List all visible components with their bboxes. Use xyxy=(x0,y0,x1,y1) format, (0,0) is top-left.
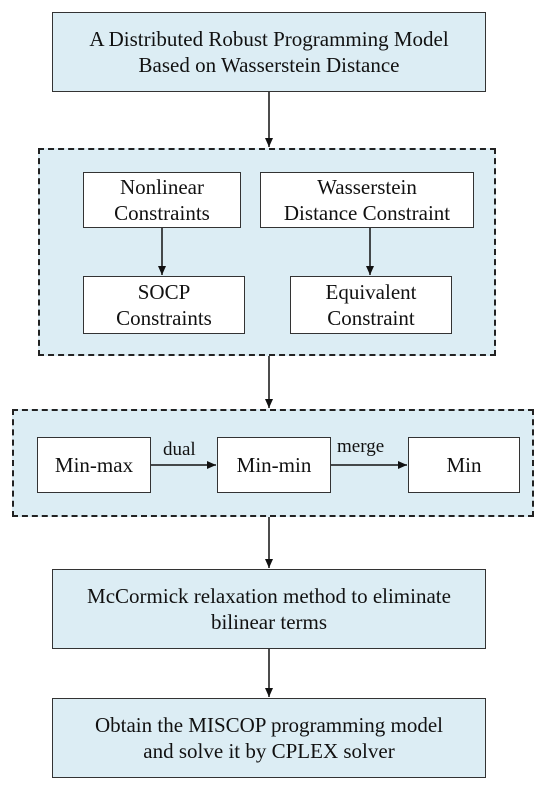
model-box-label: A Distributed Robust Programming Model B… xyxy=(89,26,449,77)
min-box: Min xyxy=(408,437,520,493)
merge-label: merge xyxy=(337,436,385,457)
minmin-label: Min-min xyxy=(236,452,312,477)
mccormick-box: McCormick relaxation method to eliminate… xyxy=(52,569,486,649)
minmin-box: Min-min xyxy=(217,437,331,493)
model-box: A Distributed Robust Programming Model B… xyxy=(52,12,486,92)
min-label: Min xyxy=(446,452,482,477)
minmax-box: Min-max xyxy=(37,437,151,493)
nonlinear-constraints-label: Nonlinear Constraints xyxy=(114,174,210,225)
wasserstein-constraint-label: Wasserstein Distance Constraint xyxy=(283,174,451,225)
mccormick-label: McCormick relaxation method to eliminate… xyxy=(87,583,451,634)
equivalent-constraint-box: Equivalent Constraint xyxy=(290,276,452,334)
dual-label: dual xyxy=(163,439,196,460)
socp-constraints-box: SOCP Constraints xyxy=(83,276,245,334)
socp-constraints-label: SOCP Constraints xyxy=(116,279,212,330)
minmax-label: Min-max xyxy=(54,452,134,477)
miscop-label: Obtain the MISCOP programming model and … xyxy=(94,712,444,763)
wasserstein-constraint-box: Wasserstein Distance Constraint xyxy=(260,172,474,228)
nonlinear-constraints-box: Nonlinear Constraints xyxy=(83,172,241,228)
miscop-box: Obtain the MISCOP programming model and … xyxy=(52,698,486,778)
equivalent-constraint-label: Equivalent Constraint xyxy=(325,279,417,330)
